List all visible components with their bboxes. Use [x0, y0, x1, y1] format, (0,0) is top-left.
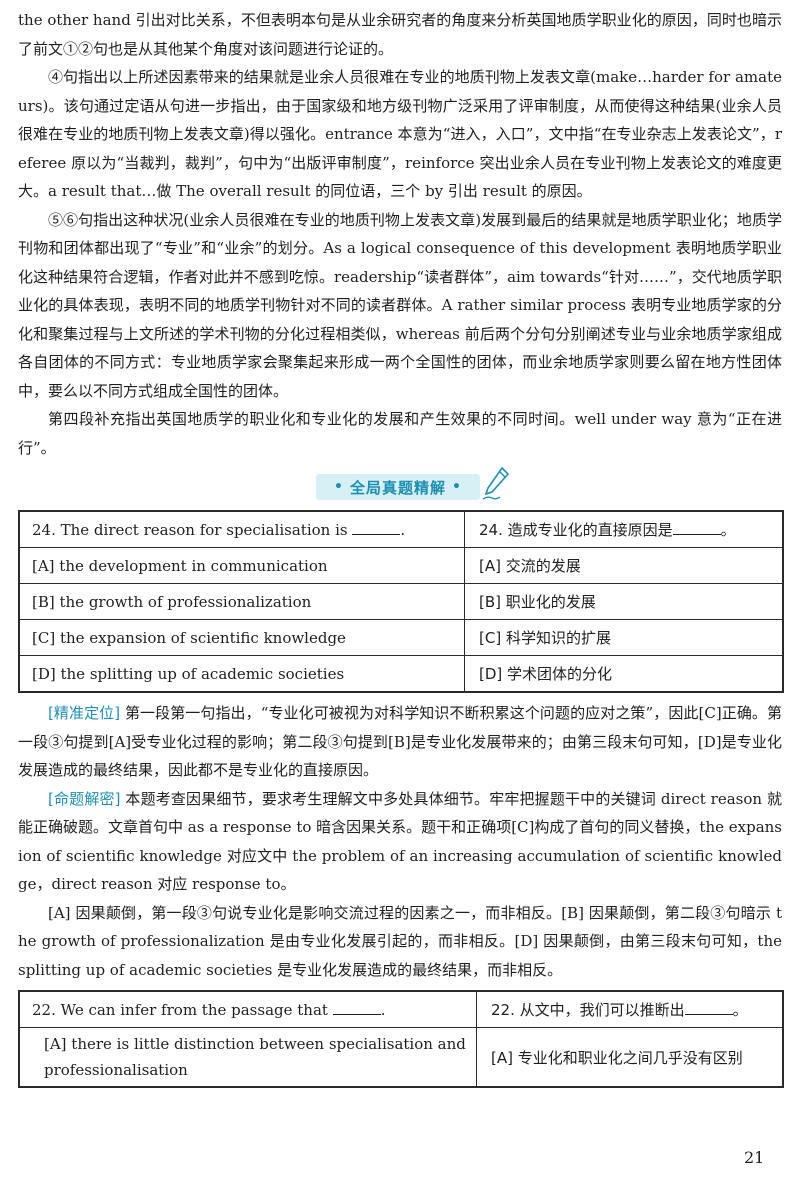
banner-label-box: • 全局真题精解 • — [316, 474, 480, 500]
question-24-table: 24. The direct reason for specialisation… — [18, 510, 784, 693]
question-24-stem-en: 24. The direct reason for specialisation… — [18, 510, 465, 548]
option-row: [B] the growth of professionalization [B… — [18, 583, 784, 620]
banner-title: 全局真题精解 — [349, 478, 446, 497]
option-row: [A] there is little distinction between … — [18, 1027, 784, 1088]
question-24-stem-zh: 24. 造成专业化的直接原因是。 — [464, 510, 784, 548]
analysis-tag: [命题解密] — [48, 789, 121, 808]
page-content: the other hand 引出对比关系，不但表明本句是从业余研究者的角度来分… — [18, 6, 784, 1088]
option-zh: [A] 专业化和职业化之间几乎没有区别 — [476, 1027, 784, 1088]
question-22-stem-row: 22. We can infer from the passage that .… — [18, 990, 784, 1028]
banner-dot-left: • — [334, 479, 344, 495]
question-22-stem-zh: 22. 从文中，我们可以推断出。 — [476, 990, 784, 1028]
answer-blank — [672, 520, 721, 535]
answer-blank — [684, 1000, 733, 1015]
explanation-paragraph-2: ④句指出以上所述因素带来的结果就是业余人员很难在专业的地质刊物上发表文章(mak… — [18, 68, 782, 200]
section-banner: • 全局真题精解 • — [18, 466, 782, 510]
option-zh: [B] 职业化的发展 — [464, 583, 784, 620]
analysis-distractors: [A] 因果颠倒，第一段③句说专业化是影响交流过程的因素之一，而非相反。[B] … — [18, 903, 782, 979]
banner-dot-right: • — [452, 479, 462, 495]
option-en: [D] the splitting up of academic societi… — [18, 655, 465, 693]
option-row: [A] the development in communication [A]… — [18, 547, 784, 584]
answer-blank — [352, 520, 401, 535]
explanation-paragraph-3: ⑤⑥句指出这种状况(业余人员很难在专业的地质刊物上发表文章)发展到最后的结果就是… — [18, 210, 782, 400]
option-en: [B] the growth of professionalization — [18, 583, 465, 620]
answer-blank — [332, 1000, 381, 1015]
option-zh: [C] 科学知识的扩展 — [464, 619, 784, 656]
question-22-table: 22. We can infer from the passage that .… — [18, 990, 784, 1088]
analysis-precise-location: [精准定位] 第一段第一句指出，“专业化可被视为对科学知识不断积累这个问题的应对… — [18, 704, 782, 779]
analysis-question-decoding: [命题解密] 本题考查因果细节，要求考生理解文中多处具体细节。牢牢把握题干中的关… — [18, 789, 782, 894]
option-en: [A] there is little distinction between … — [18, 1027, 477, 1088]
option-row: [D] the splitting up of academic societi… — [18, 655, 784, 693]
option-en: [A] the development in communication — [18, 547, 465, 584]
option-zh: [A] 交流的发展 — [464, 547, 784, 584]
pen-icon — [482, 466, 510, 500]
explanation-paragraph-1: the other hand 引出对比关系，不但表明本句是从业余研究者的角度来分… — [18, 11, 782, 58]
analysis-tag: [精准定位] — [48, 704, 121, 722]
question-24-analysis: [精准定位] 第一段第一句指出，“专业化可被视为对科学知识不断积累这个问题的应对… — [18, 699, 782, 984]
option-zh: [D] 学术团体的分化 — [464, 655, 784, 693]
option-row: [C] the expansion of scientific knowledg… — [18, 619, 784, 656]
question-24-stem-row: 24. The direct reason for specialisation… — [18, 510, 784, 548]
question-22-stem-en: 22. We can infer from the passage that . — [18, 990, 477, 1028]
explanation-paragraph-4: 第四段补充指出英国地质学的职业化和专业化的发展和产生效果的不同时间。well u… — [18, 410, 782, 457]
page-number: 21 — [744, 1148, 765, 1167]
option-en: [C] the expansion of scientific knowledg… — [18, 619, 465, 656]
